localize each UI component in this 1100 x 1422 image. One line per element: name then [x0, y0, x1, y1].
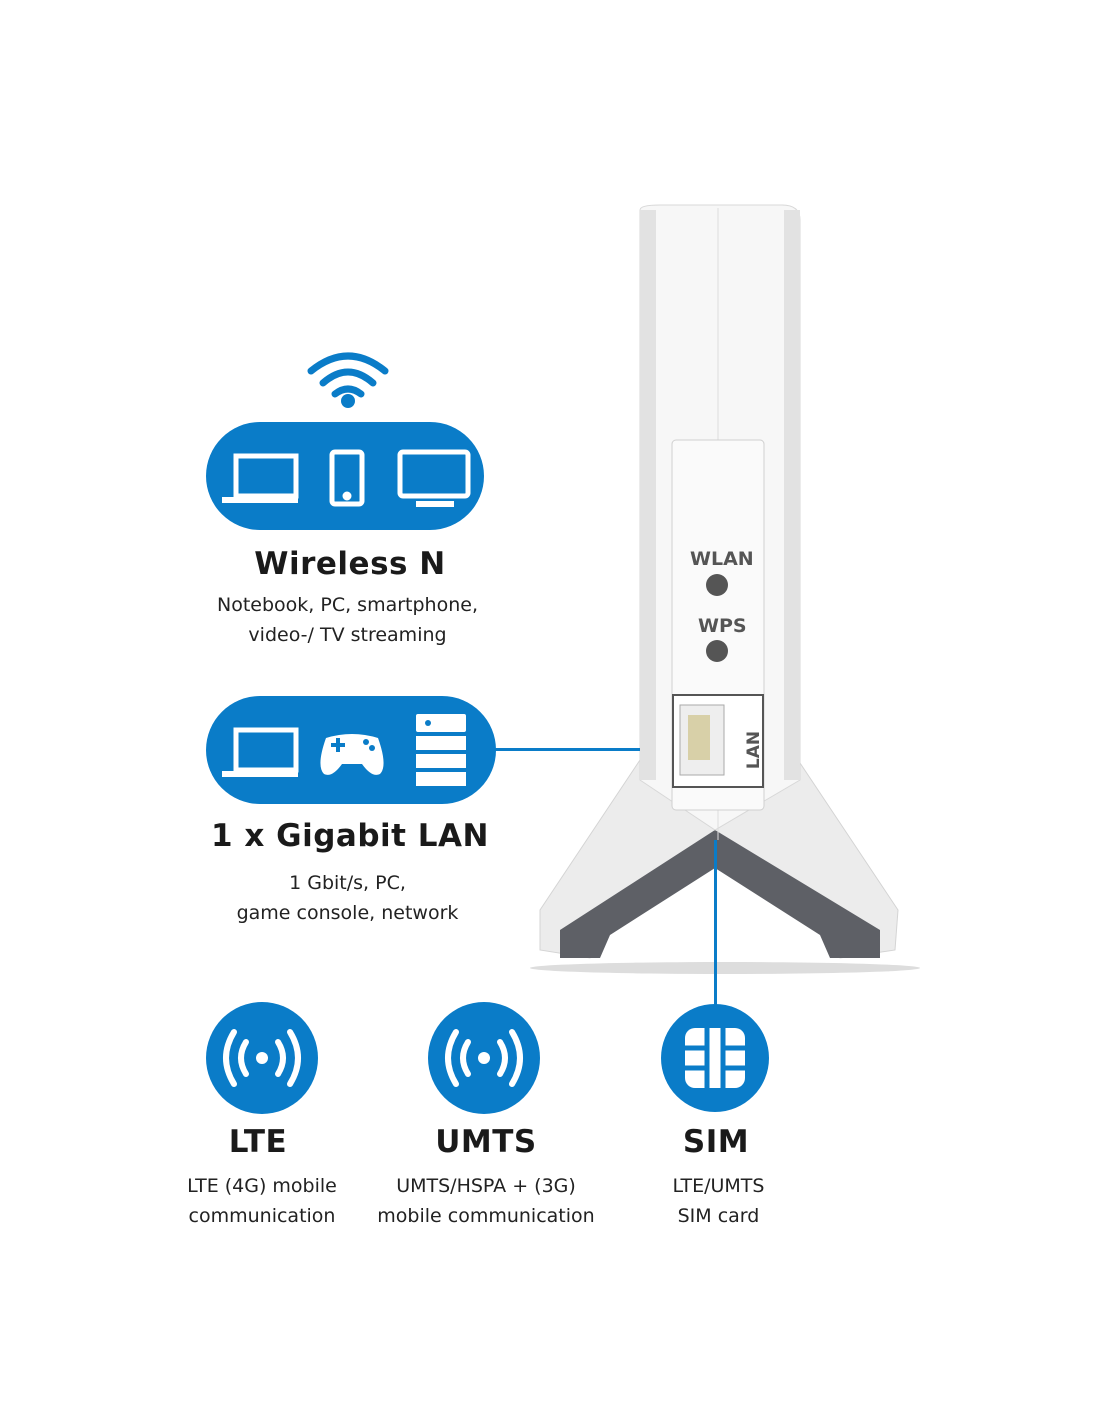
lan-title: 1 x Gigabit LAN	[211, 818, 489, 854]
laptop-icon	[222, 727, 299, 777]
lte-title: LTE	[228, 1124, 288, 1160]
lte-icon	[206, 1002, 318, 1114]
lte-desc-1: LTE (4G) mobile	[187, 1175, 337, 1197]
smartphone-icon	[329, 449, 365, 507]
wireless-title: Wireless N	[254, 546, 446, 582]
umts-desc-2: mobile communication	[377, 1205, 595, 1227]
sim-connector-line	[714, 840, 717, 1010]
wifi-icon	[307, 352, 389, 408]
laptop-icon	[222, 453, 299, 503]
umts-icon	[428, 1002, 540, 1114]
wps-label: WPS	[698, 615, 747, 637]
wlan-label: WLAN	[690, 548, 754, 570]
lte-desc-2: communication	[188, 1205, 336, 1227]
wireless-desc-1: Notebook, PC, smartphone,	[217, 594, 478, 616]
monitor-icon	[397, 449, 471, 507]
sim-title: SIM	[682, 1124, 750, 1160]
lan-desc-1: 1 Gbit/s, PC,	[289, 872, 406, 894]
wireless-desc-2: video-/ TV streaming	[248, 624, 447, 646]
sim-desc-2: SIM card	[677, 1205, 760, 1227]
lan-connector-line	[495, 748, 640, 751]
nas-icon	[416, 714, 466, 786]
lan-devices-pill	[206, 696, 496, 804]
sim-card-icon	[661, 1004, 769, 1112]
wireless-devices-pill	[206, 422, 484, 530]
umts-desc-1: UMTS/HSPA + (3G)	[396, 1175, 576, 1197]
umts-title: UMTS	[435, 1124, 537, 1160]
sim-desc-1: LTE/UMTS	[672, 1175, 765, 1197]
lan-port-label: LAN	[744, 730, 765, 770]
router-device	[530, 204, 920, 974]
lan-desc-2: game console, network	[236, 902, 459, 924]
gamepad-icon	[320, 734, 384, 775]
